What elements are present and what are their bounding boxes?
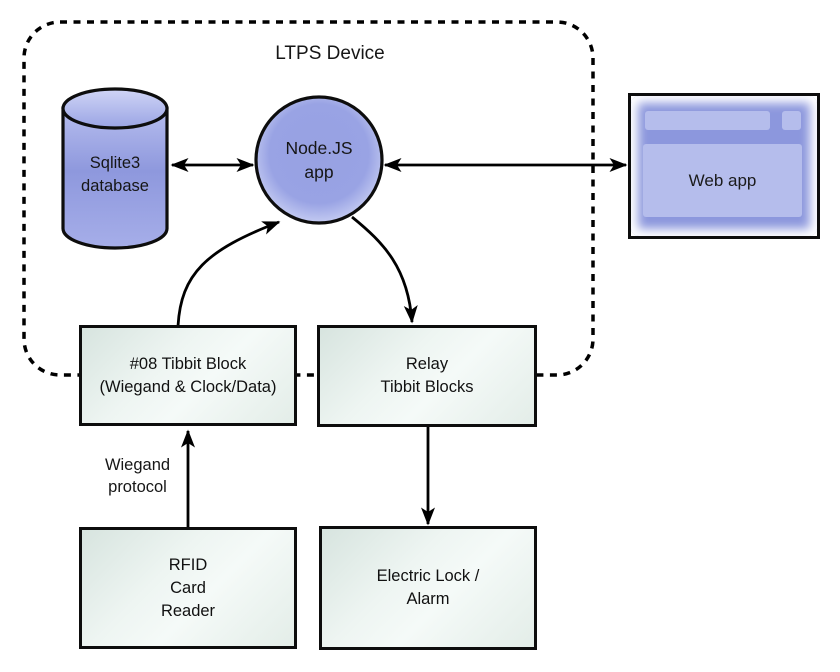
node-electric-lock-alarm: Electric Lock / Alarm	[319, 526, 537, 650]
arrow-nodejs-relay	[351, 215, 418, 324]
label-nodejs-app: Node.JS app	[255, 136, 383, 184]
database-label-line1: Sqlite3	[89, 154, 141, 172]
database-label-line2: database	[81, 177, 149, 195]
arrow-tibbit08-nodejs	[176, 220, 281, 327]
lock-label-line1: Electric Lock /	[376, 567, 480, 585]
node-relay-tibbit-blocks: Relay Tibbit Blocks	[317, 325, 537, 427]
label-wiegand-protocol: Wiegand protocol	[85, 454, 190, 498]
webapp-content-area: Web app	[643, 144, 802, 217]
relay-label-line2: Tibbit Blocks	[380, 378, 474, 396]
webapp-window-background: Web app	[631, 96, 817, 236]
nodejs-circle	[254, 95, 384, 225]
tibbit08-label-line2: (Wiegand & Clock/Data)	[99, 377, 277, 396]
node-rfid-card-reader: RFID Card Reader	[79, 527, 297, 649]
wiegand-label-line2: protocol	[108, 478, 167, 496]
relay-label-line1: Relay	[405, 355, 449, 373]
nodejs-label-line2: app	[304, 162, 334, 182]
nodejs-label-line1: Node.JS	[285, 138, 353, 158]
webapp-address-bar-icon	[645, 111, 770, 130]
node-tibbit-block-08: #08 Tibbit Block (Wiegand & Clock/Data)	[79, 325, 297, 426]
rfid-label-line2: Card	[170, 578, 206, 597]
label-ltps-device: LTPS Device	[275, 43, 385, 64]
webapp-label: Web app	[688, 170, 757, 190]
ltps-device-boundary	[22, 20, 595, 377]
node-webapp: Web app	[628, 93, 820, 239]
label-database: Sqlite3 database	[63, 152, 167, 198]
lock-label-line2: Alarm	[406, 590, 450, 608]
database-cylinder	[61, 87, 169, 250]
rfid-label-line3: Reader	[160, 601, 216, 620]
rfid-label-line1: RFID	[168, 555, 208, 574]
tibbit08-label-line1: #08 Tibbit Block	[129, 354, 247, 373]
wiegand-label-line1: Wiegand	[104, 456, 171, 474]
webapp-toolbar-button-icon	[782, 111, 801, 130]
